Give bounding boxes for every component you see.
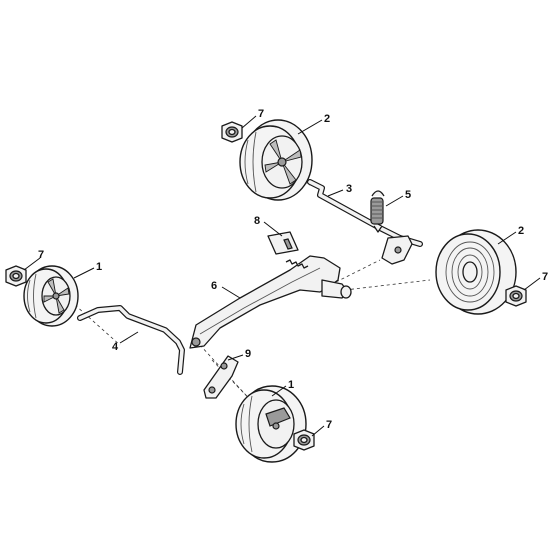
callout-hubcap-top: 7 xyxy=(258,108,264,120)
wheel-front-left xyxy=(23,265,79,327)
callout-hubcap-bottom: 7 xyxy=(326,419,332,431)
callout-spring: 5 xyxy=(405,189,411,201)
hubcap-right xyxy=(505,285,527,307)
clip xyxy=(267,231,299,255)
front-axle xyxy=(77,305,185,375)
lever-frame xyxy=(189,255,352,349)
rear-axle xyxy=(307,179,423,265)
callout-wheel-bottom: 1 xyxy=(288,379,294,391)
callout-wheel-top: 2 xyxy=(324,113,330,125)
callout-wheel-right: 2 xyxy=(518,225,524,237)
leader-lines xyxy=(23,115,541,437)
spring xyxy=(370,190,385,233)
callout-labels: 7 2 3 5 8 2 7 6 1 7 4 9 1 7 xyxy=(38,108,548,431)
callout-hubcap-right: 7 xyxy=(542,271,548,283)
callout-wheel-front-left: 1 xyxy=(96,261,102,273)
hubcap-top xyxy=(221,121,243,143)
callout-front-axle: 4 xyxy=(112,341,119,353)
bracket xyxy=(203,355,239,399)
wheel-right xyxy=(435,229,517,315)
callout-clip: 8 xyxy=(254,215,260,227)
hubcap-bottom xyxy=(293,429,315,451)
callout-lever-frame: 6 xyxy=(211,280,217,292)
wheel-bottom xyxy=(235,385,307,463)
hubcap-left xyxy=(5,265,27,287)
callout-hubcap-left: 7 xyxy=(38,249,44,261)
callout-rear-axle: 3 xyxy=(346,183,352,195)
callout-bracket: 9 xyxy=(245,348,251,360)
wheel-top xyxy=(239,119,313,201)
